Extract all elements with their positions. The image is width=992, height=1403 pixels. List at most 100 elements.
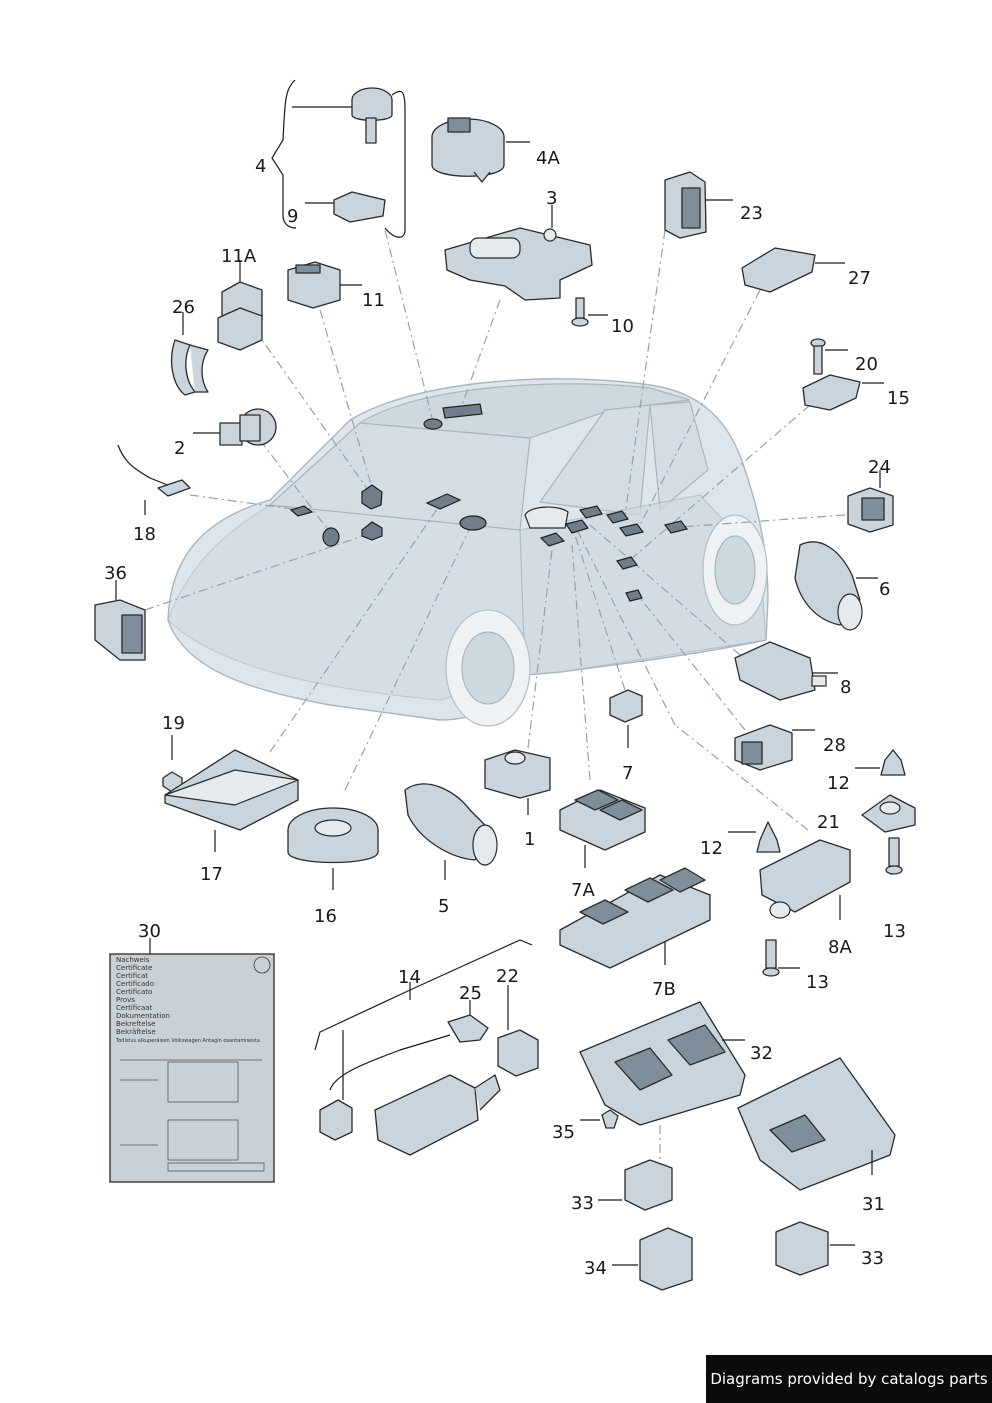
part-1-switch (484, 749, 551, 815)
part-label: 20 (855, 354, 878, 375)
part-12-clip-lower (728, 821, 781, 853)
part-label: 9 (287, 206, 298, 227)
part-7-switch (609, 689, 643, 748)
part-label: 24 (868, 457, 891, 478)
part-label: 19 (162, 713, 185, 734)
certificate-line: Certificat (116, 972, 148, 980)
footer-credit-badge: Diagrams provided by catalogs parts (706, 1355, 992, 1403)
part-8-unit (734, 641, 838, 701)
certificate-line: Certificato (116, 988, 152, 996)
part-32-trim (579, 1001, 746, 1126)
part-31-trim (737, 1057, 896, 1191)
part-10-screw (571, 297, 608, 327)
part-label: 11A (221, 246, 257, 267)
part-label: 7B (652, 979, 676, 1000)
part-label: 12 (700, 838, 723, 859)
car-illustration (167, 378, 769, 727)
certificate-line: Certificaat (116, 1004, 153, 1012)
part-label: 8A (828, 937, 852, 958)
part-27-sensor (741, 247, 845, 293)
part-24-connector (847, 470, 894, 533)
part-label: 33 (861, 1248, 884, 1269)
part-34-module (612, 1227, 693, 1291)
part-label: 13 (806, 972, 829, 993)
part-13-screw-lower (762, 939, 800, 977)
part-label: 15 (887, 388, 910, 409)
part-26-holder (171, 312, 209, 396)
part-label: 35 (552, 1122, 575, 1143)
part-label: 6 (879, 579, 890, 600)
part-12-clip-upper (855, 749, 906, 776)
certificate-line: Certificado (116, 980, 154, 988)
part-2-sensor (193, 408, 277, 446)
part-label: 21 (817, 812, 840, 833)
part-label: 27 (848, 268, 871, 289)
part-label: 3 (546, 188, 557, 209)
part-label: 23 (740, 203, 763, 224)
vw-logo-icon (253, 956, 271, 974)
part-label: 33 (571, 1193, 594, 1214)
part-5-bellow (404, 783, 498, 880)
part-11A-button (217, 260, 263, 351)
part-label: 8 (840, 677, 851, 698)
part-13-screw-upper (885, 837, 903, 875)
part-label: 11 (362, 290, 385, 311)
part-14-harness (314, 939, 533, 1156)
part-4A-sensor-housing (431, 117, 530, 183)
certificate-line: Provs (116, 996, 135, 1004)
part-label: 7 (622, 763, 633, 784)
certificate-footer-line: Todistus alkuperäisen Volkswagen Antagin… (115, 1038, 260, 1044)
installation-leaders (144, 229, 846, 831)
part-label: 12 (827, 773, 850, 794)
part-label: 17 (200, 864, 223, 885)
part-label: 25 (459, 983, 482, 1004)
part-label: 5 (438, 896, 449, 917)
certificate-line: Nachweis (116, 956, 150, 964)
part-number-labels: 4 9 4A 3 23 27 10 11A 11 26 20 15 2 24 1… (104, 148, 910, 1279)
part-label: 16 (314, 906, 337, 927)
part-label: 30 (138, 921, 161, 942)
part-16-clock-spring (287, 807, 379, 890)
part-15-sensor (802, 374, 884, 411)
part-label: 18 (133, 524, 156, 545)
part-28-switch (734, 724, 815, 771)
part-17-control-module (164, 749, 299, 852)
part-22-connector (497, 985, 539, 1077)
part-4-sensor (271, 79, 406, 238)
part-label: 2 (174, 438, 185, 459)
part-19-nut (162, 735, 183, 793)
part-label: 14 (398, 967, 421, 988)
part-35-clip (580, 1109, 619, 1129)
certificate-line: Bekräftelse (116, 1028, 156, 1036)
part-label: 22 (496, 966, 519, 987)
part-36-display (94, 580, 146, 661)
part-18-sensor-lead (117, 444, 191, 515)
part-11-switch (287, 261, 362, 309)
part-25-connector (447, 1000, 489, 1043)
part-8A-unit (759, 839, 851, 920)
part-label: 13 (883, 921, 906, 942)
part-label: 32 (750, 1043, 773, 1064)
part-3-motor (444, 205, 593, 301)
part-window-switch (559, 789, 646, 868)
certificate-line: Certificate (116, 964, 152, 972)
part-label: 26 (172, 297, 195, 318)
part-7A-switch-block (559, 867, 711, 969)
part-label: 7A (571, 880, 595, 901)
part-33-switch-left (598, 1125, 673, 1211)
part-label: 10 (611, 316, 634, 337)
part-6-bellow (794, 541, 878, 631)
part-label: 4 (255, 156, 266, 177)
part-21-holder (861, 794, 916, 833)
part-label: 1 (524, 829, 535, 850)
installation-markers (289, 403, 689, 602)
part-label: 36 (104, 563, 127, 584)
part-label: 4A (536, 148, 560, 169)
part-23-switch (664, 171, 733, 239)
certificate-line: Bekreftelse (116, 1020, 155, 1028)
part-label: 31 (862, 1194, 885, 1215)
part-label: 34 (584, 1258, 607, 1279)
footer-credit-text: Diagrams provided by catalogs parts (710, 1370, 988, 1388)
